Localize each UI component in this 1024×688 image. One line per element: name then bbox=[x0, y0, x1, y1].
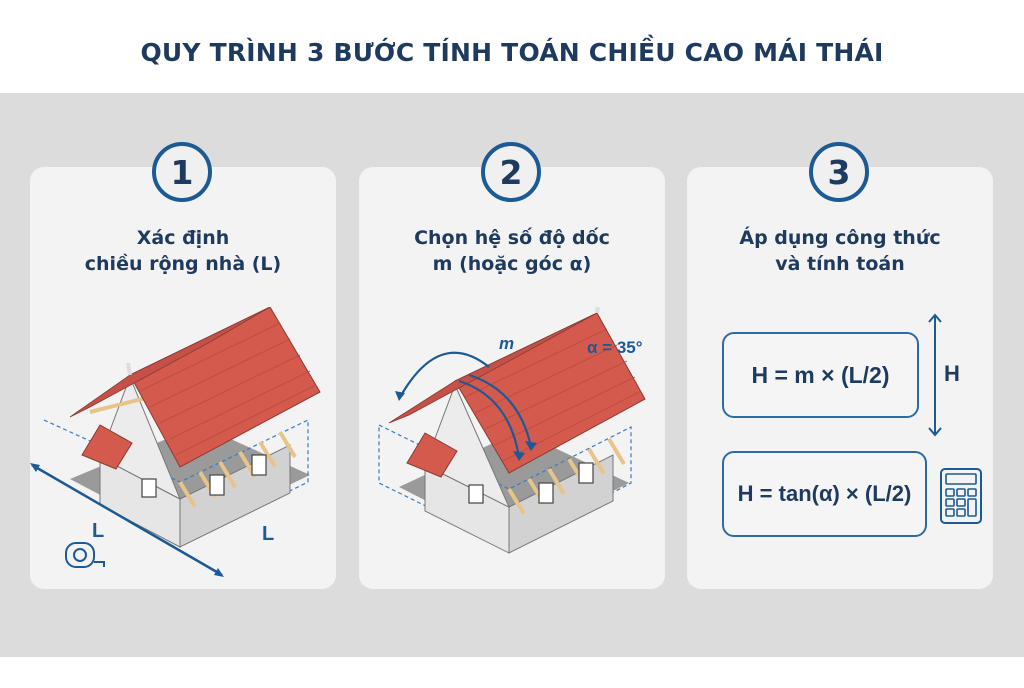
house-width-illustration: L L bbox=[30, 307, 321, 577]
formula-box-angle: H = tan(α) × (L/2) bbox=[722, 451, 927, 537]
formula-angle: H = tan(α) × (L/2) bbox=[737, 481, 912, 506]
step-card-3: Áp dụng công thức và tính toán H = m × (… bbox=[687, 167, 993, 589]
step-3-title-line1: Áp dụng công thức bbox=[739, 227, 941, 249]
step-1-title: Xác định chiều rộng nhà (L) bbox=[30, 225, 336, 277]
house-slope-illustration: m α = 35° bbox=[378, 307, 646, 554]
step-card-2: Chọn hệ số độ dốc m (hoặc góc α) bbox=[359, 167, 665, 589]
step-number-2: 2 bbox=[499, 152, 523, 192]
width-label-left: L bbox=[92, 520, 104, 542]
angle-label: α = 35° bbox=[587, 338, 643, 357]
width-label-right: L bbox=[262, 523, 274, 545]
formula-slope: H = m × (L/2) bbox=[751, 361, 890, 388]
step-2-title-line2: m (hoặc góc α) bbox=[432, 253, 592, 275]
step-3-title-line2: và tính toán bbox=[775, 253, 905, 275]
calculator-icon bbox=[940, 468, 982, 524]
page-title: QUY TRÌNH 3 BƯỚC TÍNH TOÁN CHIỀU CAO MÁI… bbox=[140, 38, 884, 67]
step-1-title-line1: Xác định bbox=[136, 227, 230, 249]
step-number-1: 1 bbox=[170, 152, 194, 192]
step-2-title-line1: Chọn hệ số độ dốc bbox=[414, 227, 610, 249]
height-arrow-icon bbox=[928, 313, 942, 437]
step-badge-2: 2 bbox=[481, 142, 541, 202]
formula-box-slope: H = m × (L/2) bbox=[722, 332, 919, 418]
step-badge-3: 3 bbox=[809, 142, 869, 202]
step-2-title: Chọn hệ số độ dốc m (hoặc góc α) bbox=[359, 225, 665, 277]
step-number-3: 3 bbox=[827, 152, 851, 192]
height-label: H bbox=[944, 361, 960, 386]
tape-measure-icon bbox=[65, 542, 105, 568]
step-3-title: Áp dụng công thức và tính toán bbox=[687, 225, 993, 277]
slope-label-m: m bbox=[499, 334, 514, 353]
step-1-title-line2: chiều rộng nhà (L) bbox=[84, 253, 282, 275]
step-card-1: Xác định chiều rộng nhà (L) bbox=[30, 167, 336, 589]
step-badge-1: 1 bbox=[152, 142, 212, 202]
